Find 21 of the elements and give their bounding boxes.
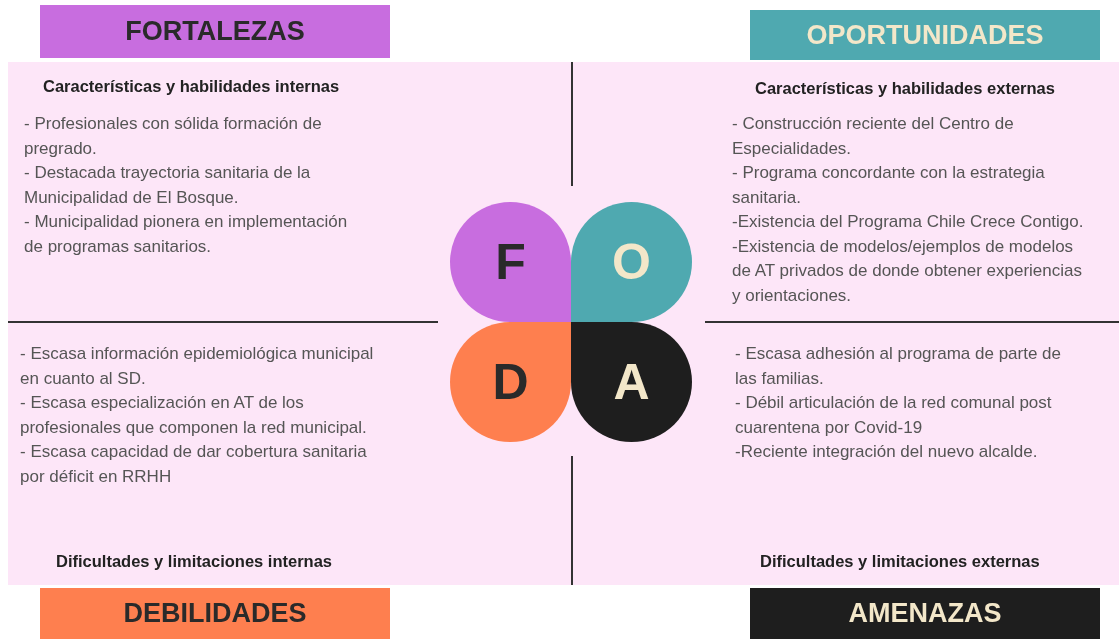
bullet-item: - Profesionales con sólida formación de pregrado. [24, 113, 323, 160]
bullet-item: - Débil articulación de la red comunal post cuarentena por Covid-19 [735, 392, 1053, 439]
bullet-item: -Existencia de modelos/ejemplos de modelos de AT privados de donde obtener experiencias y orientaciones. [732, 235, 1083, 307]
bullet-item: - Escasa información epidemiológica municipal en cuanto al SD. [20, 343, 375, 390]
bullet-item: -Existencia del Programa Chile Crece Contigo. [732, 211, 1085, 233]
category-tab: DEBILIDADES [40, 588, 390, 639]
bullet-item: - Construcción reciente del Centro de Especialidades. [732, 113, 1015, 160]
bullet-item: - Escasa adhesión al programa de parte de las familias. [735, 343, 1063, 390]
panel-heading: Características y habilidades internas [43, 77, 340, 96]
bullet-item: -Reciente integración del nuevo alcalde. [735, 441, 1039, 463]
bullet-item: - Destacada trayectoria sanitaria de la Municipalidad de El Bosque. [24, 162, 312, 209]
category-tab: OPORTUNIDADES [750, 10, 1100, 60]
panel-heading: Dificultades y limitaciones internas [56, 552, 332, 571]
bullet-item: - Escasa especialización en AT de los profesionales que componen la red municipal. [20, 392, 368, 439]
panel-heading: Características y habilidades externas [755, 79, 1055, 98]
bullet-item: - Programa concordante con la estrategia sanitaria. [732, 162, 1046, 209]
category-tab: FORTALEZAS [40, 5, 390, 58]
panel-heading: Dificultades y limitaciones externas [760, 552, 1040, 571]
bullet-item: - Escasa capacidad de dar cobertura sanitaria por déficit en RRHH [20, 441, 368, 488]
category-tab: AMENAZAS [750, 588, 1100, 639]
bullet-item: - Municipalidad pionera en implementación de programas sanitarios. [24, 211, 349, 258]
